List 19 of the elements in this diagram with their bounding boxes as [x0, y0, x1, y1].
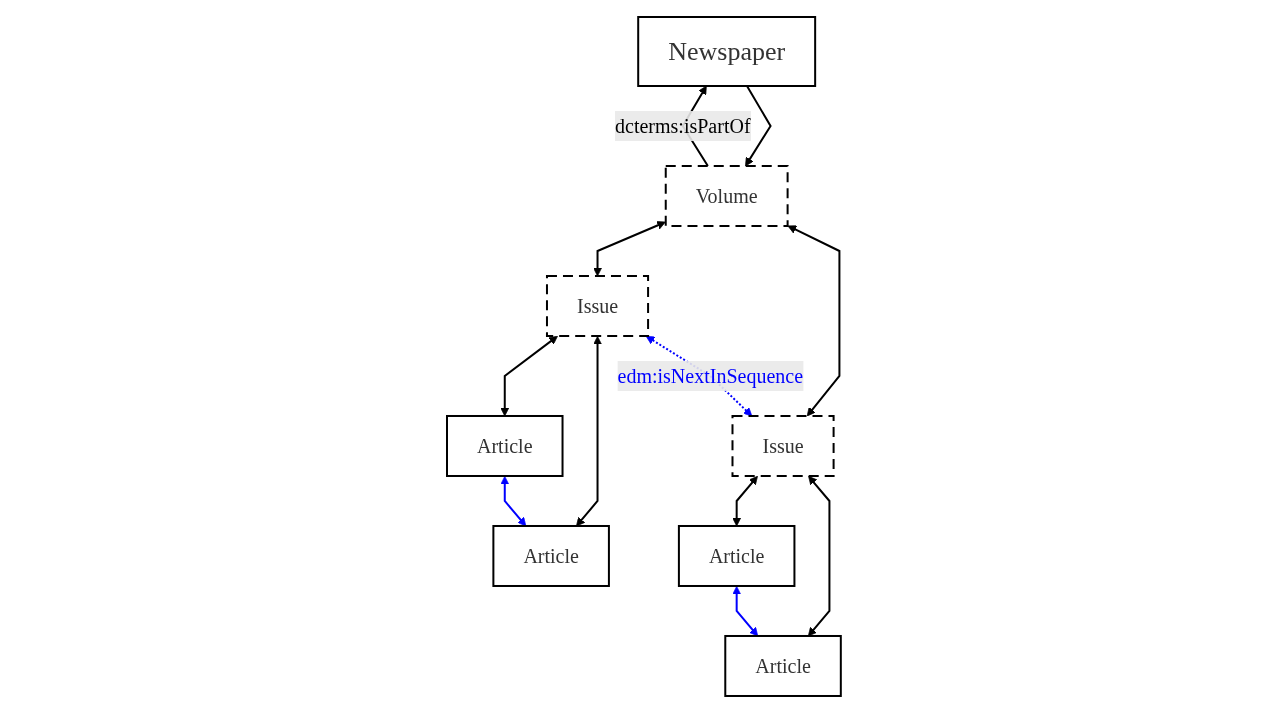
node-box: Issue: [731, 415, 835, 477]
arrow: [787, 225, 841, 417]
arrow: [745, 85, 772, 167]
arrow: [500, 335, 558, 417]
node-box: Volume: [664, 165, 789, 227]
edge-label: dcterms:isPartOf: [615, 115, 751, 137]
arrow: [500, 476, 527, 527]
arrow: [576, 336, 602, 527]
arrow: [593, 221, 666, 277]
node-box: Article: [724, 635, 842, 697]
node-box: Article: [446, 415, 564, 477]
arrow: [808, 475, 831, 637]
node-box: Article: [492, 525, 610, 587]
edge-label: edm:isNextInSequence: [617, 364, 804, 387]
node-box: Issue: [546, 275, 650, 337]
arrow: [732, 586, 759, 637]
node-box: Article: [678, 525, 796, 587]
arrow: [732, 475, 758, 527]
node-box: Newspaper: [637, 16, 817, 87]
